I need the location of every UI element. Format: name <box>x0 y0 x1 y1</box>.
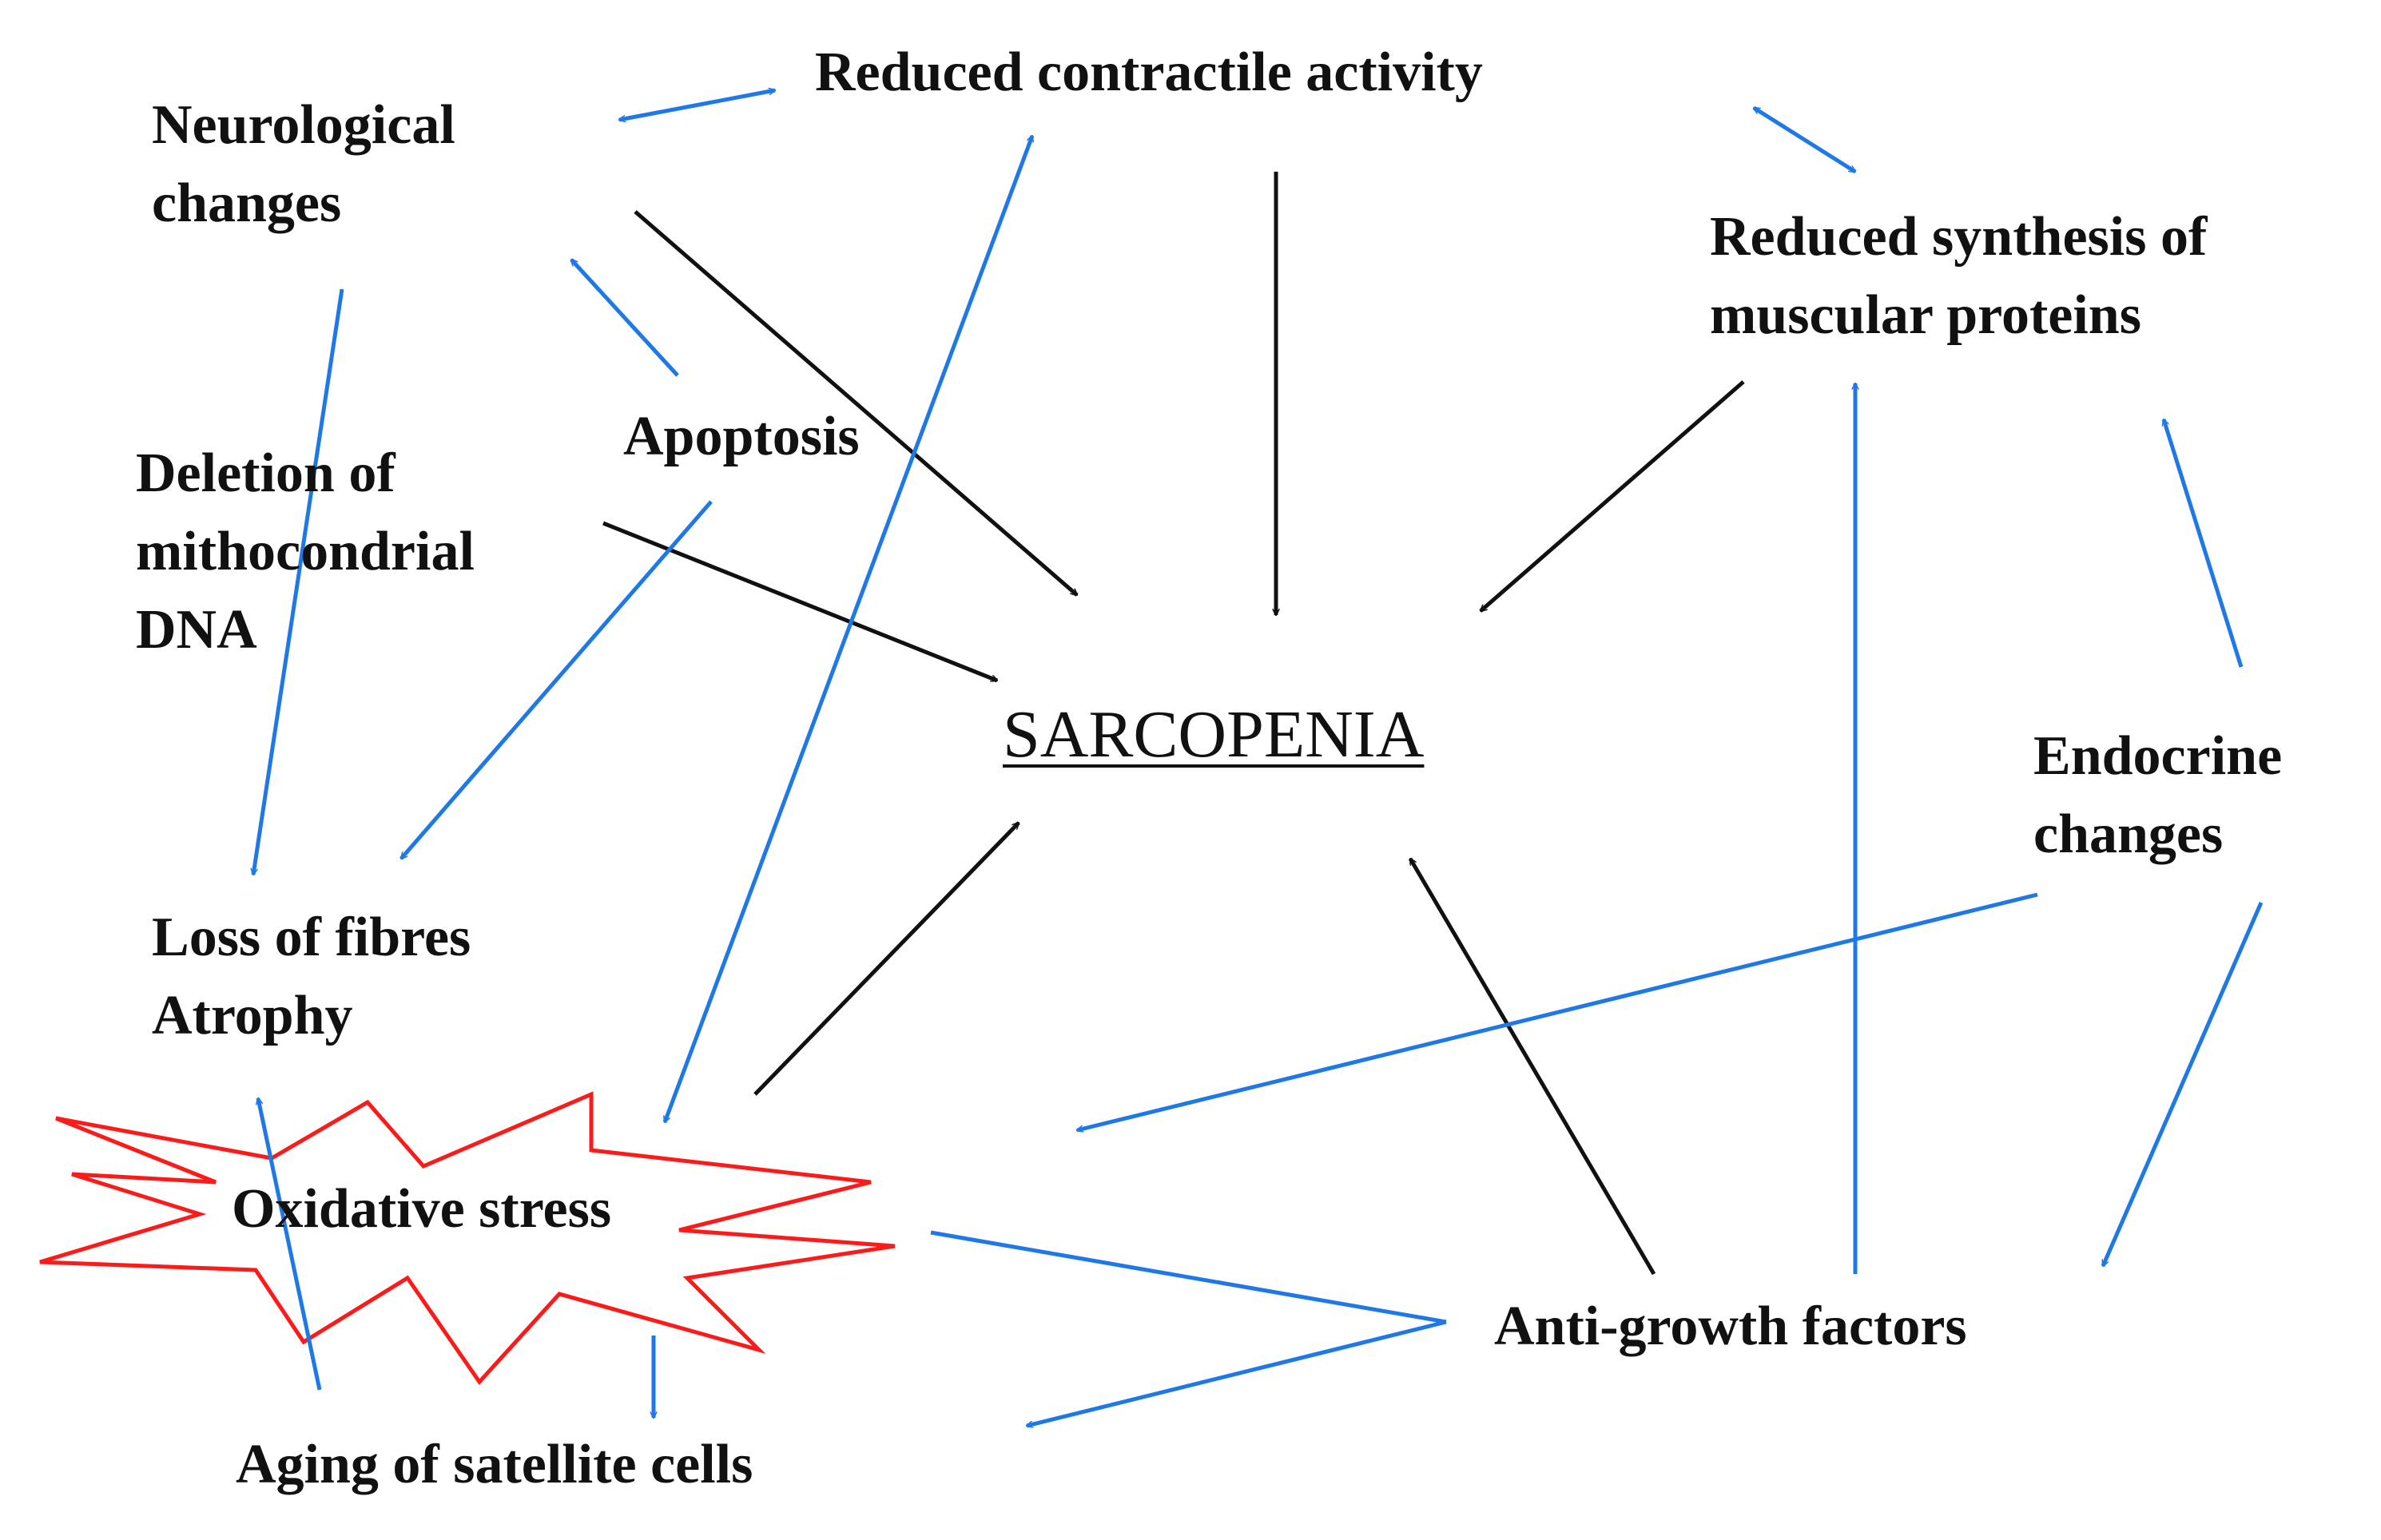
sarcopenia-title: SARCOPENIA <box>1003 697 1425 772</box>
arrow-neurological-contractile <box>619 90 775 120</box>
arrow-deletion-to-sarcopenia <box>602 521 997 683</box>
arrow-endocrine-to-synthesis <box>2164 419 2244 668</box>
arrow-antigrowth-to-sarcopenia <box>1408 859 1656 1276</box>
arrow-antigrowth-to-oxidative <box>930 1230 1447 1324</box>
arrow-neurological-to-loss <box>253 288 344 875</box>
aging-of-satellite-cells-label: Aging of satellite cells <box>236 1434 753 1495</box>
arrow-apoptosis-to-loss <box>399 500 713 859</box>
arrow-antigrowth-to-satellite <box>1027 1320 1447 1426</box>
arrow-oxidative-to-sarcopenia <box>753 823 1020 1096</box>
oxidative-stress-burst <box>39 1091 896 1386</box>
apoptosis-label: Apoptosis <box>623 406 860 467</box>
loss-of-fibres-atrophy-label: Loss of fibres Atrophy <box>152 907 471 1046</box>
endocrine-changes-label: Endocrine changes <box>2033 725 2283 865</box>
arrow-satellite-to-loss <box>258 1098 322 1391</box>
reduced-contractile-activity-label: Reduced contractile activity <box>815 42 1483 103</box>
arrow-apoptosis-to-neurological <box>570 260 679 377</box>
arrow-synthesis-to-sarcopenia <box>1481 380 1745 613</box>
interaction-arrows <box>253 90 2264 1426</box>
neurological-changes-label: Neurological changes <box>152 94 455 234</box>
anti-growth-factors-label: Anti-growth factors <box>1494 1296 1967 1357</box>
arrow-endocrine-to-antigrowth <box>2101 902 2264 1266</box>
oxidative-stress-label: Oxidative stress <box>232 1178 612 1240</box>
deletion-mitochondrial-dna-label: Deletion of mithocondrial DNA <box>136 443 475 661</box>
arrow-endocrine-to-oxidative <box>1077 892 2038 1130</box>
reduced-synthesis-label: Reduced synthesis of muscular proteins <box>1710 206 2208 346</box>
arrow-contractile-oxidative <box>662 136 1035 1122</box>
arrow-contractile-synthesis <box>1754 105 1855 174</box>
